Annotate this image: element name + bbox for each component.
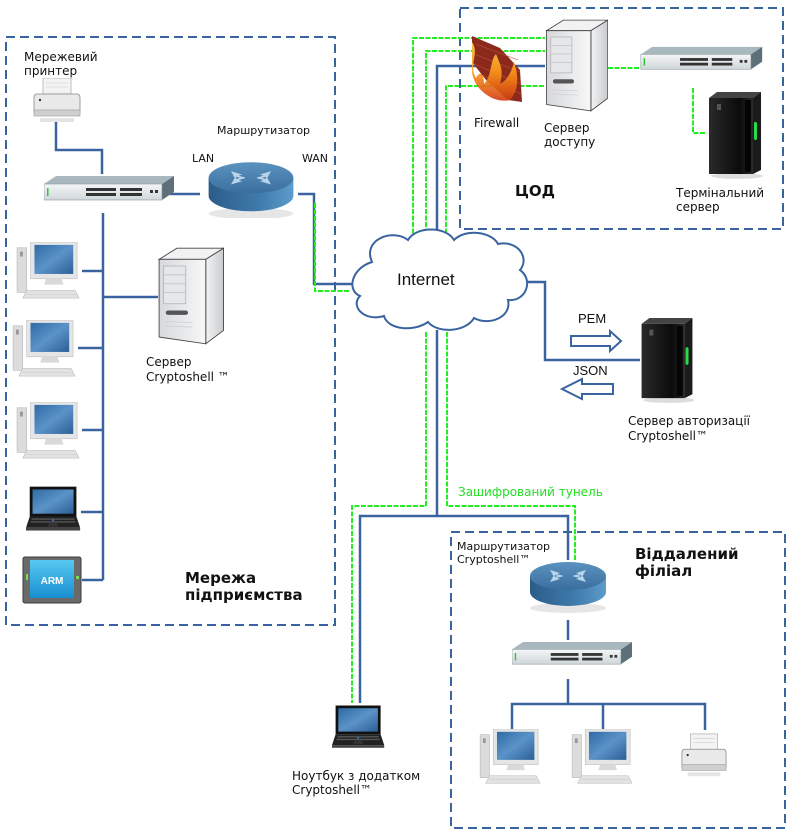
tunnel-enterprise-internet (314, 203, 350, 292)
workstation-2-icon (12, 320, 76, 377)
internet-label: Internet (397, 270, 455, 289)
json-arrow-icon (559, 377, 614, 401)
mobile-laptop-icon (332, 705, 385, 748)
json-label: JSON (573, 363, 608, 378)
branch-router-label-line1: Маршрутизатор (457, 540, 551, 553)
zone-branch-title-line2: філіал (635, 562, 693, 580)
enterprise-server-icon (158, 247, 224, 345)
terminal-server-label-line1: Термінальний (676, 186, 765, 200)
branch-router-icon (530, 562, 606, 613)
tunnel-to-mobile-laptop (351, 332, 427, 703)
auth-server-label-line2: Cryptoshell™ (628, 429, 708, 443)
link-printer-switch (54, 118, 104, 174)
auth-server-icon (641, 317, 695, 404)
workstation-laptop-icon (26, 486, 81, 531)
workstation-1-icon (16, 242, 80, 299)
enterprise-server-label-line1: Сервер (146, 355, 192, 369)
workstation-3-icon (16, 402, 80, 459)
link-internet-auth-server (525, 280, 640, 362)
terminal-server-icon (709, 92, 763, 179)
access-server-label-line2: доступу (544, 135, 596, 149)
zone-enterprise-title-line1: Мережа (185, 569, 257, 587)
zone-enterprise-border (5, 36, 336, 626)
arm-screen-text: ARM (41, 576, 64, 587)
enterprise-printer-label-line2: принтер (24, 64, 78, 78)
link-router-wan-internet (298, 192, 356, 286)
router-lan-label: LAN (192, 152, 215, 165)
mobile-laptop-label-line2: Cryptoshell™ (292, 783, 372, 797)
access-server-icon (546, 19, 608, 112)
mobile-laptop-label-line1: Ноутбук з додатком (292, 769, 421, 783)
branch-links (510, 620, 707, 730)
branch-printer-icon (681, 733, 727, 777)
zone-branch-border (450, 531, 786, 829)
enterprise-server-label-line2: Cryptoshell ™ (146, 370, 230, 384)
datacenter-tunnels (412, 37, 705, 240)
firewall-label: Firewall (474, 116, 520, 130)
internet-cloud-icon (351, 228, 529, 331)
pem-arrow-icon (570, 328, 623, 354)
branch-workstation-2-icon (571, 729, 633, 784)
enterprise-router-label: Маршрутизатор (217, 124, 311, 137)
enterprise-router-icon (208, 162, 294, 218)
arm-terminal-icon: ARM (22, 556, 82, 604)
branch-router-label-line2: Cryptoshell™ (457, 553, 531, 566)
zone-enterprise-title-line2: підприємства (185, 586, 303, 604)
zone-branch-title-line1: Віддалений (635, 545, 739, 563)
datacenter-switch-icon (640, 46, 763, 70)
tunnel-label: Зашифрований тунель (458, 485, 603, 499)
link-to-branch-router (437, 514, 570, 560)
branch-switch-icon (512, 641, 632, 665)
auth-server-label-line1: Сервер авторизації (628, 414, 751, 428)
pem-label: PEM (578, 311, 607, 326)
branch-workstation-1-icon (479, 729, 541, 784)
access-server-label-line1: Сервер (544, 121, 590, 135)
link-to-mobile-laptop (358, 514, 437, 703)
router-wan-label: WAN (302, 152, 329, 165)
zone-datacenter-title: ЦОД (515, 182, 556, 200)
terminal-server-label-line2: сервер (676, 200, 720, 214)
zone-datacenter-border (459, 7, 784, 230)
enterprise-printer-label-line1: Мережевий (24, 50, 98, 64)
enterprise-switch-icon (44, 175, 174, 201)
firewall-icon (472, 36, 522, 102)
tunnel-to-branch-router (446, 332, 576, 560)
enterprise-printer-icon (33, 78, 81, 123)
